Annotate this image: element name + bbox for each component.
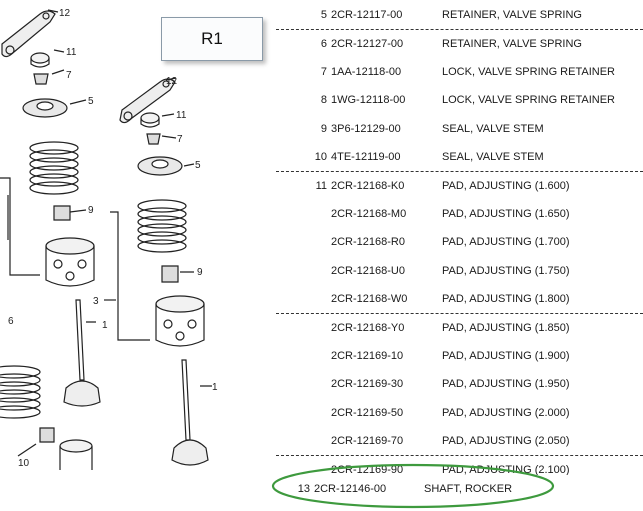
diagram-label: 3 bbox=[93, 296, 99, 307]
parts-row[interactable]: 5 2CR-12117-00 RETAINER, VALVE SPRING bbox=[276, 1, 643, 29]
part-number: 2CR-12127-00 bbox=[331, 38, 404, 50]
part-number: 2CR-12168-Y0 bbox=[331, 322, 405, 334]
part-number: 2CR-12169-70 bbox=[331, 435, 404, 447]
ref-number: 11 bbox=[315, 180, 327, 192]
parts-row[interactable]: 2CR-12168-W0 PAD, ADJUSTING (1.800) bbox=[276, 285, 643, 313]
part-description: PAD, ADJUSTING (1.900) bbox=[442, 350, 570, 362]
diagram-label: 1 bbox=[212, 382, 218, 393]
part-number: 2CR-12168-U0 bbox=[331, 265, 405, 277]
reference-callout-text: R1 bbox=[201, 29, 223, 48]
part-description: PAD, ADJUSTING (1.650) bbox=[442, 208, 570, 220]
part-description: PAD, ADJUSTING (1.600) bbox=[442, 180, 570, 192]
part-description: PAD, ADJUSTING (2.050) bbox=[442, 435, 570, 447]
parts-row[interactable]: 2CR-12168-U0 PAD, ADJUSTING (1.750) bbox=[276, 257, 643, 285]
parts-row[interactable]: 2CR-12169-30 PAD, ADJUSTING (1.950) bbox=[276, 370, 643, 398]
part-number: 2CR-12169-50 bbox=[331, 407, 404, 419]
ref-number: 6 bbox=[320, 38, 327, 50]
ref-number: 8 bbox=[320, 94, 327, 106]
diagram-label: 1 bbox=[102, 320, 108, 331]
part-description: RETAINER, VALVE SPRING bbox=[442, 9, 582, 21]
diagram-label: 5 bbox=[195, 160, 201, 171]
ref-number: 9 bbox=[320, 123, 327, 135]
parts-row[interactable]: 10 4TE-12119-00 SEAL, VALVE STEM bbox=[276, 143, 643, 171]
part-number: 2CR-12168-M0 bbox=[331, 208, 407, 220]
part-description: PAD, ADJUSTING (1.700) bbox=[442, 236, 570, 248]
part-description: LOCK, VALVE SPRING RETAINER bbox=[442, 94, 615, 106]
group-divider bbox=[276, 455, 643, 456]
parts-row[interactable]: 2CR-12169-10 PAD, ADJUSTING (1.900) bbox=[276, 342, 643, 370]
part-number: 2CR-12169-90 bbox=[331, 464, 404, 475]
parts-row[interactable]: 11 2CR-12168-K0 PAD, ADJUSTING (1.600) bbox=[276, 172, 643, 200]
ref-number: 7 bbox=[320, 66, 327, 78]
part-number: 2CR-12117-00 bbox=[331, 9, 403, 21]
part-number: 2CR-12168-W0 bbox=[331, 293, 408, 305]
part-description: RETAINER, VALVE SPRING bbox=[442, 38, 582, 50]
diagram-label: 12 bbox=[59, 8, 71, 19]
valve-train-diagram: 12 11 7 5 12 11 7 5 9 9 3 1 6 1 10 bbox=[0, 8, 218, 470]
parts-list: 5 2CR-12117-00 RETAINER, VALVE SPRING 6 … bbox=[276, 0, 643, 475]
parts-row[interactable]: 2CR-12168-Y0 PAD, ADJUSTING (1.850) bbox=[276, 314, 643, 342]
parts-row[interactable]: 2CR-12169-70 PAD, ADJUSTING (2.050) bbox=[276, 427, 643, 455]
parts-row[interactable]: 2CR-12169-50 PAD, ADJUSTING (2.000) bbox=[276, 399, 643, 427]
part-description: PAD, ADJUSTING (1.800) bbox=[442, 293, 570, 305]
parts-row[interactable]: 9 3P6-12129-00 SEAL, VALVE STEM bbox=[276, 115, 643, 143]
diagram-label: 7 bbox=[177, 134, 183, 145]
parts-row[interactable]: 8 1WG-12118-00 LOCK, VALVE SPRING RETAIN… bbox=[276, 86, 643, 114]
part-number: 2CR-12169-10 bbox=[331, 350, 404, 362]
diagram-label: 12 bbox=[166, 76, 178, 87]
part-number: 1WG-12118-00 bbox=[331, 94, 406, 106]
diagram-label: 7 bbox=[66, 70, 72, 81]
diagram-label: 11 bbox=[66, 47, 77, 58]
parts-row[interactable]: 7 1AA-12118-00 LOCK, VALVE SPRING RETAIN… bbox=[276, 58, 643, 86]
ref-number: 5 bbox=[320, 9, 327, 21]
part-number: 1AA-12118-00 bbox=[331, 66, 402, 78]
ref-number: 10 bbox=[314, 151, 327, 163]
diagram-label: 9 bbox=[88, 205, 94, 216]
highlight-panel bbox=[0, 475, 643, 511]
part-description: LOCK, VALVE SPRING RETAINER bbox=[442, 66, 615, 78]
diagram-label: 11 bbox=[176, 110, 187, 121]
parts-row[interactable]: 6 2CR-12127-00 RETAINER, VALVE SPRING bbox=[276, 30, 643, 58]
diagram-label: 6 bbox=[8, 316, 14, 327]
part-description: SEAL, VALVE STEM bbox=[442, 151, 544, 163]
highlight-ellipse bbox=[271, 463, 555, 509]
part-number: 4TE-12119-00 bbox=[331, 151, 401, 163]
part-number: 2CR-12168-R0 bbox=[331, 236, 405, 248]
parts-row[interactable]: 2CR-12168-M0 PAD, ADJUSTING (1.650) bbox=[276, 200, 643, 228]
group-divider bbox=[276, 313, 643, 314]
group-divider bbox=[276, 171, 643, 172]
part-description: PAD, ADJUSTING (2.000) bbox=[442, 407, 570, 419]
part-number: 2CR-12169-30 bbox=[331, 378, 404, 390]
part-number: 2CR-12168-K0 bbox=[331, 180, 405, 192]
part-number: 3P6-12129-00 bbox=[331, 123, 401, 135]
part-description: SEAL, VALVE STEM bbox=[442, 123, 544, 135]
diagram-label: 5 bbox=[88, 96, 94, 107]
part-description: PAD, ADJUSTING (1.850) bbox=[442, 322, 570, 334]
part-number: 2CR-12146-00 bbox=[314, 483, 387, 495]
diagram-label: 10 bbox=[18, 458, 30, 469]
part-description: SHAFT, ROCKER bbox=[424, 483, 513, 495]
reference-callout: R1 bbox=[161, 17, 263, 61]
parts-row[interactable]: 2CR-12168-R0 PAD, ADJUSTING (1.700) bbox=[276, 228, 643, 256]
ref-number: 13 bbox=[297, 483, 310, 495]
part-description: PAD, ADJUSTING (1.950) bbox=[442, 378, 570, 390]
group-divider bbox=[276, 29, 643, 30]
part-description: PAD, ADJUSTING (1.750) bbox=[442, 265, 570, 277]
highlight-oval bbox=[271, 463, 555, 509]
diagram-label: 9 bbox=[197, 267, 203, 278]
highlighted-parts-row[interactable]: 13 2CR-12146-00 SHAFT, ROCKER bbox=[276, 475, 643, 503]
